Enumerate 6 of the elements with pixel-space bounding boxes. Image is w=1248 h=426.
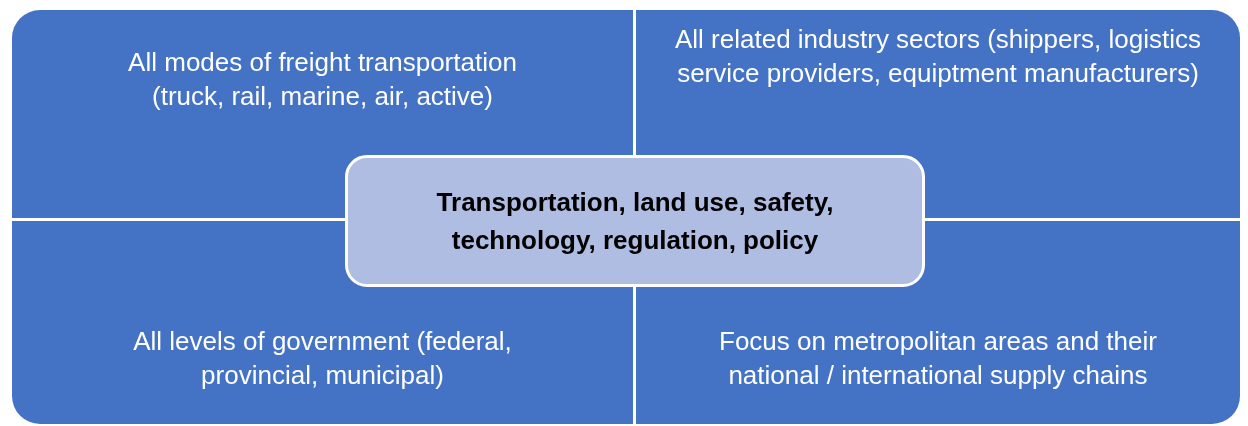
center-box bbox=[345, 155, 925, 287]
quadrant-text: All modes of freight transportation (truck, rail, marine, air, active) bbox=[127, 46, 518, 113]
center-text: Transportation, land use, safety, technology, regulation, policy bbox=[435, 186, 835, 257]
quadrant-text: All levels of government (federal, provincial, municipal) bbox=[132, 325, 513, 392]
quadrant-text: Focus on metropolitan areas and their national / international supply chains bbox=[718, 325, 1158, 392]
quadrant-text: All related industry sectors (shippers, logistics service providers, equiptment manufacturers) bbox=[674, 23, 1202, 90]
